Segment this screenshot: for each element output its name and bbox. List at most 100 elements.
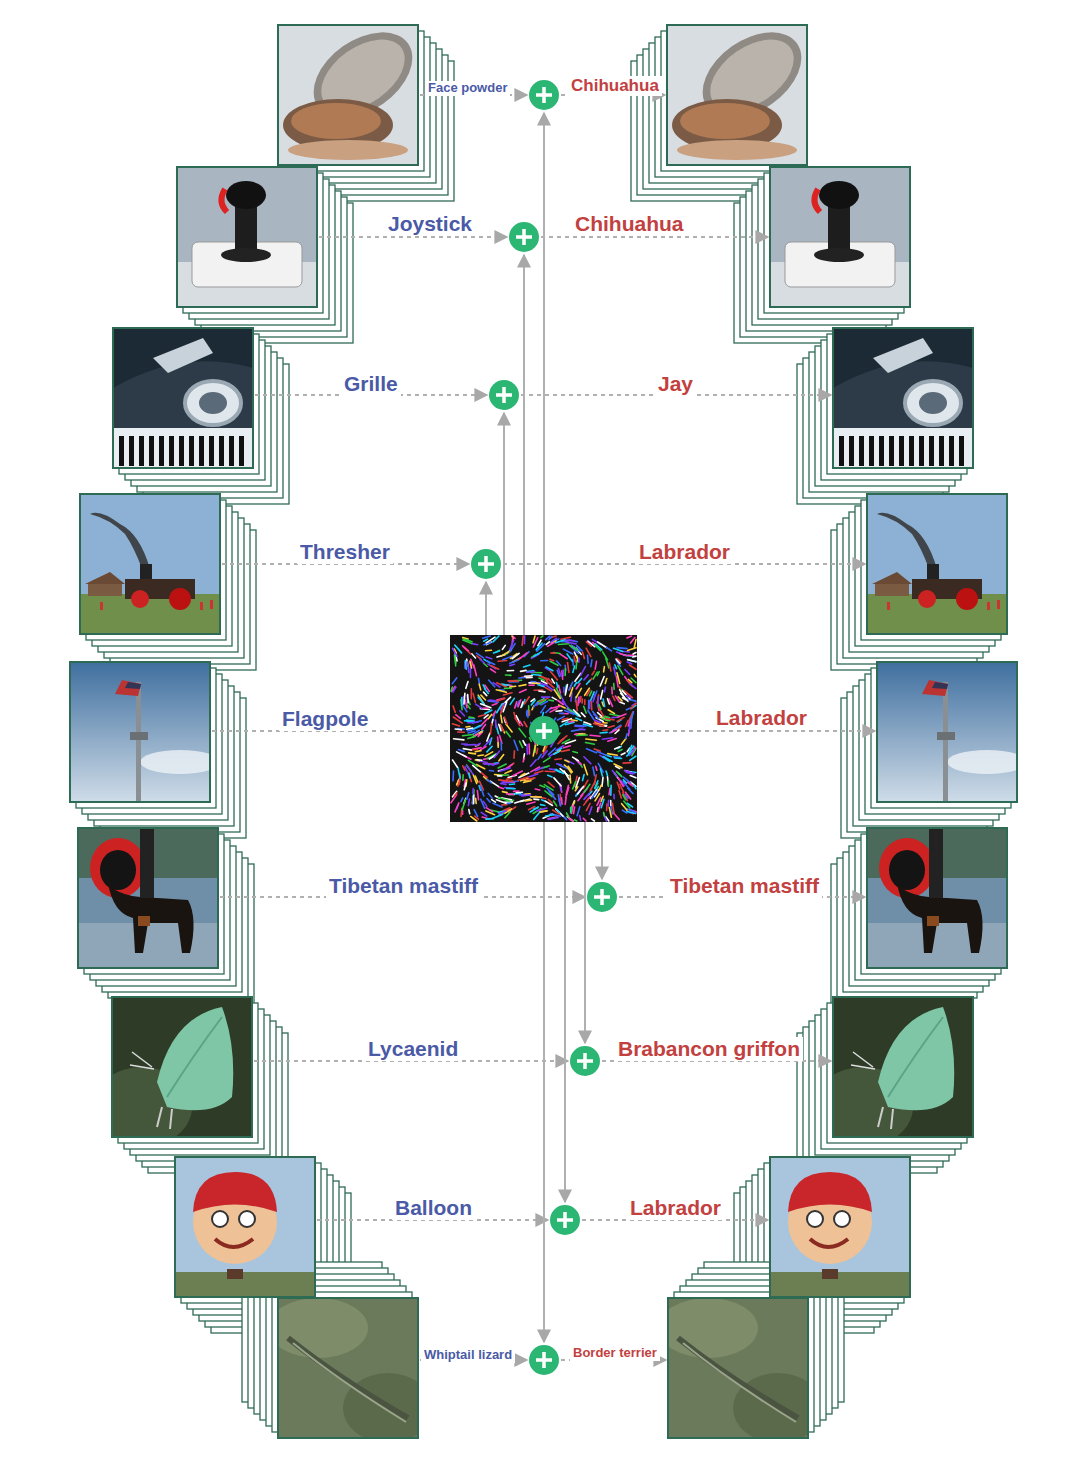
true-class-label: Joystick bbox=[385, 212, 475, 236]
perturbation-arrow bbox=[485, 582, 487, 635]
noise-stroke bbox=[612, 716, 617, 718]
noise-stroke bbox=[501, 715, 502, 723]
image-set bbox=[70, 15, 1027, 1443]
noise-stroke bbox=[485, 752, 493, 756]
noise-stroke bbox=[457, 752, 467, 757]
noise-stroke bbox=[587, 655, 589, 663]
noise-stroke bbox=[508, 680, 518, 682]
noise-stroke bbox=[498, 764, 506, 768]
noise-stroke bbox=[529, 711, 531, 716]
noise-stroke bbox=[456, 715, 461, 719]
noise-stroke bbox=[585, 688, 590, 695]
noise-stroke bbox=[541, 804, 545, 806]
noise-stroke bbox=[586, 743, 595, 745]
noise-stroke bbox=[610, 801, 612, 806]
noise-stroke bbox=[504, 693, 512, 695]
noise-stroke bbox=[634, 674, 636, 676]
noise-stroke bbox=[503, 656, 512, 659]
noise-stroke bbox=[541, 706, 546, 713]
noise-stroke bbox=[494, 751, 499, 757]
noise-stroke bbox=[480, 786, 484, 796]
noise-stroke bbox=[534, 703, 537, 707]
noise-stroke bbox=[470, 662, 471, 668]
noise-stroke bbox=[469, 753, 476, 754]
noise-stroke bbox=[601, 796, 603, 801]
plus-sign bbox=[516, 229, 532, 245]
noise-stroke bbox=[516, 791, 522, 793]
noise-stroke bbox=[577, 807, 580, 816]
noise-stroke bbox=[486, 637, 495, 643]
noise-stroke bbox=[546, 642, 549, 645]
noise-stroke bbox=[463, 640, 472, 644]
true-class-label: Grille bbox=[341, 372, 401, 396]
noise-stroke bbox=[559, 712, 563, 714]
image-border bbox=[877, 662, 1017, 802]
noise-stroke bbox=[591, 819, 594, 821]
noise-stroke bbox=[578, 658, 580, 662]
noise-stroke bbox=[603, 729, 608, 731]
noise-stroke bbox=[565, 639, 574, 641]
noise-stroke bbox=[576, 684, 580, 689]
noise-stroke bbox=[526, 677, 532, 679]
noise-stroke bbox=[615, 665, 617, 669]
noise-stroke bbox=[487, 661, 495, 665]
noise-stroke bbox=[604, 687, 605, 692]
noise-stroke bbox=[563, 649, 572, 654]
noise-stroke bbox=[594, 724, 604, 727]
noise-stroke bbox=[473, 693, 475, 702]
noise-stroke bbox=[606, 647, 611, 651]
noise-stroke bbox=[574, 807, 575, 814]
noise-stroke bbox=[531, 699, 534, 702]
noise-stroke bbox=[467, 765, 473, 774]
noise-stroke bbox=[546, 667, 553, 671]
noise-stroke bbox=[472, 725, 482, 730]
noise-stroke bbox=[519, 728, 526, 736]
noise-stroke bbox=[575, 787, 578, 791]
noise-stroke bbox=[584, 722, 591, 725]
noise-stroke bbox=[617, 673, 620, 684]
noise-stroke bbox=[608, 726, 614, 728]
image-border bbox=[770, 1157, 910, 1297]
noise-stroke bbox=[488, 793, 492, 798]
noise-stroke bbox=[463, 735, 474, 736]
noise-stroke bbox=[609, 807, 611, 817]
noise-stroke bbox=[630, 776, 636, 778]
noise-stroke bbox=[482, 724, 486, 729]
perturbed-image bbox=[867, 494, 1007, 634]
noise-stroke bbox=[565, 760, 569, 762]
noise-stroke bbox=[571, 719, 577, 722]
noise-stroke bbox=[556, 683, 558, 688]
noise-stroke bbox=[552, 697, 556, 699]
noise-stroke bbox=[524, 636, 526, 644]
noise-stroke bbox=[562, 670, 564, 676]
noise-stroke bbox=[630, 712, 633, 722]
noise-stroke bbox=[500, 768, 510, 771]
noise-stroke bbox=[592, 791, 597, 798]
noise-stroke bbox=[483, 707, 488, 709]
perturbed-image bbox=[770, 1157, 910, 1297]
noise-stroke bbox=[549, 791, 556, 799]
noise-stroke bbox=[451, 687, 452, 691]
noise-stroke bbox=[570, 807, 572, 812]
noise-stroke bbox=[544, 785, 553, 791]
noise-stroke bbox=[477, 791, 478, 800]
noise-stroke bbox=[623, 780, 626, 783]
noise-stroke bbox=[617, 782, 619, 789]
noise-stroke bbox=[455, 645, 462, 653]
noise-stroke bbox=[473, 725, 481, 729]
perturbed-image bbox=[770, 167, 910, 307]
noise-stroke bbox=[556, 746, 564, 751]
perturbation-arrow bbox=[503, 413, 505, 635]
noise-stroke bbox=[453, 760, 458, 767]
true-class-label: Whiptail lizard bbox=[421, 1348, 515, 1363]
noise-stroke bbox=[560, 722, 567, 727]
image-border bbox=[278, 1298, 418, 1438]
noise-stroke bbox=[564, 771, 569, 780]
noise-stroke bbox=[490, 781, 499, 786]
noise-stroke bbox=[522, 795, 531, 796]
noise-stroke bbox=[484, 639, 488, 641]
noise-stroke bbox=[534, 798, 539, 800]
image-border bbox=[867, 828, 1007, 968]
